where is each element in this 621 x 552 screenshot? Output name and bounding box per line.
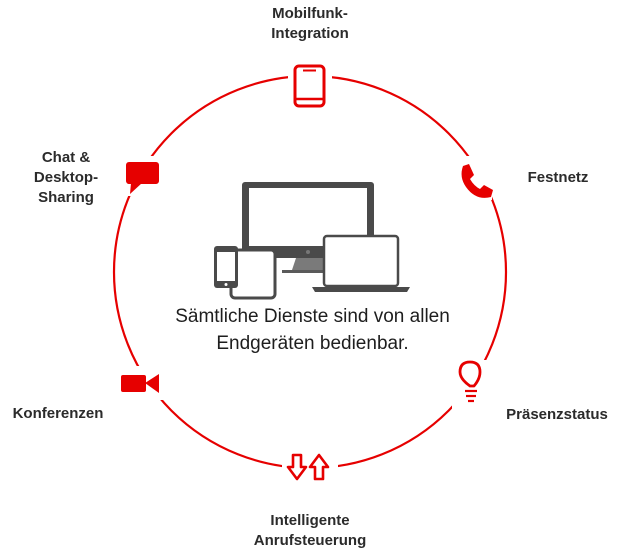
chat-bubble-icon [126, 162, 159, 194]
smartphone-device-icon [214, 246, 238, 288]
label-konferenzen: Konferenzen [12, 405, 104, 422]
label-intelligente-anrufsteuerung: Intelligente Anrufsteuerung [253, 512, 367, 549]
lightbulb-icon [458, 360, 482, 403]
phone-handset-icon [461, 164, 493, 198]
video-camera-icon [121, 374, 159, 393]
arrows-up-down-icon [286, 453, 330, 481]
label-festnetz: Festnetz [527, 169, 589, 186]
label-mobilfunk-integration: Mobilfunk- Integration [271, 5, 349, 42]
label-praesenzstatus: Präsenzstatus [506, 406, 608, 423]
center-caption: Sämtliche Dienste sind von allen Endgerä… [175, 306, 450, 354]
devices-illustration [214, 182, 410, 300]
laptop-icon [312, 234, 410, 292]
smartphone-icon [293, 64, 326, 108]
tablet-icon [229, 248, 277, 300]
label-chat-desktop-sharing: Chat & Desktop- Sharing [33, 149, 99, 206]
